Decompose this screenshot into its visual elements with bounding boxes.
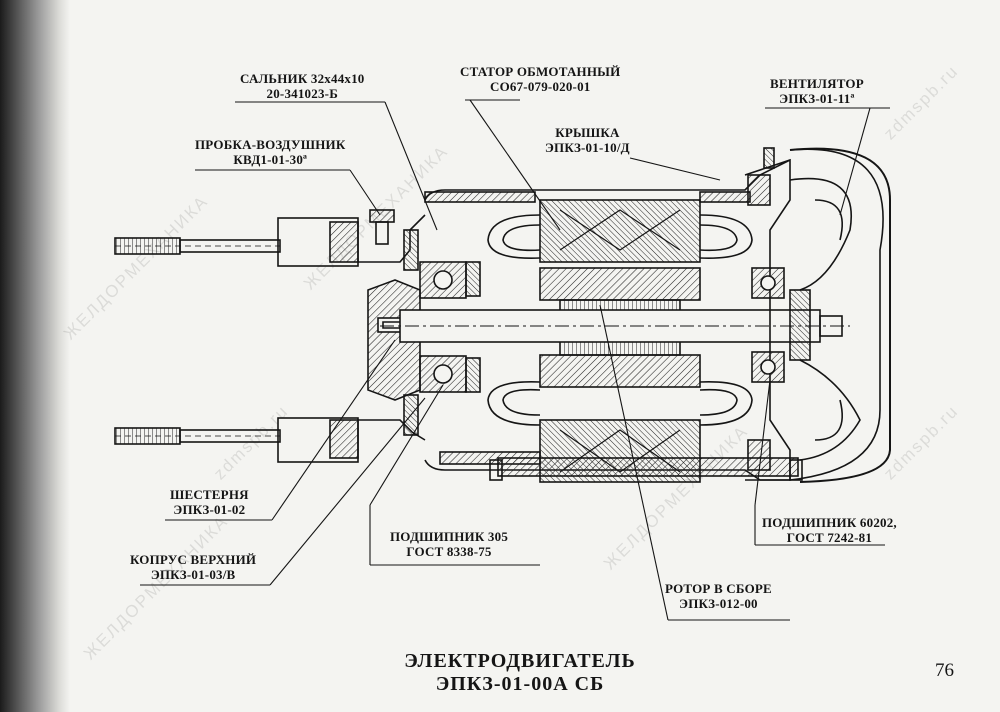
label-fan: ВЕНТИЛЯТОР ЭПКЗ-01-11ª <box>770 76 864 106</box>
label-upper-housing: КОПРУС ВЕРХНИЙ ЭПКЗ-01-03/В <box>130 552 256 582</box>
mounting-stud-bottom <box>114 427 281 445</box>
leader-line <box>349 169 381 216</box>
label-bearing-305-name: ПОДШИПНИК 305 <box>390 529 509 544</box>
label-oil-seal: САЛЬНИК 32х44х10 20-341023-Б <box>240 71 365 101</box>
leader-line <box>754 379 771 506</box>
label-bearing-60202-code: ГОСТ 7242-81 <box>786 530 873 545</box>
label-upper-housing-name: КОПРУС ВЕРХНИЙ <box>130 552 257 567</box>
label-air-vent-plug-name: ПРОБКА-ВОЗДУШНИК <box>195 137 346 152</box>
leader-line <box>369 384 444 506</box>
fan-guard <box>789 147 891 483</box>
leader-line <box>599 304 669 621</box>
label-cover-name: КРЫШКА <box>555 125 620 140</box>
drawing-title: ЭЛЕКТРОДВИГАТЕЛЬ ЭПКЗ-01-00А СБ <box>340 650 700 696</box>
label-gear-name: ШЕСТЕРНЯ <box>170 487 249 502</box>
label-air-vent-plug: ПРОБКА-ВОЗДУШНИК КВД1-01-30ª <box>195 137 345 167</box>
shaft <box>380 309 850 343</box>
label-stator: СТАТОР ОБМОТАННЫЙ СО67-079-020-01 <box>460 64 620 94</box>
tie-rod <box>489 457 803 481</box>
label-fan-code: ЭПКЗ-01-11ª <box>779 91 855 106</box>
page-number: 76 <box>935 660 954 681</box>
leader-line <box>271 339 396 521</box>
leader-line <box>629 157 721 181</box>
leader-line <box>469 99 561 231</box>
label-gear-code: ЭПКЗ-01-02 <box>173 502 246 517</box>
mounting-stud-top <box>114 237 281 255</box>
label-gear: ШЕСТЕРНЯ ЭПКЗ-01-02 <box>170 487 249 517</box>
label-air-vent-plug-code: КВД1-01-30ª <box>233 152 308 167</box>
label-bearing-305-code: ГОСТ 8338-75 <box>406 544 492 559</box>
label-bearing-60202-name: ПОДШИПНИК 60202, <box>762 515 897 530</box>
label-fan-name: ВЕНТИЛЯТОР <box>770 76 864 91</box>
label-cover: КРЫШКА ЭПКЗ-01-10/Д <box>545 125 630 155</box>
motor-housing <box>424 159 791 481</box>
air-vent-plug <box>369 209 395 245</box>
label-oil-seal-code: 20-341023-Б <box>266 86 338 101</box>
oil-seal <box>465 261 481 393</box>
drawing-title-name: ЭЛЕКТРОДВИГАТЕЛЬ <box>404 650 636 672</box>
label-upper-housing-code: ЭПКЗ-01-03/В <box>150 567 236 582</box>
label-bearing-305: ПОДШИПНИК 305 ГОСТ 8338-75 <box>390 529 508 559</box>
label-cover-code: ЭПКЗ-01-10/Д <box>545 140 630 155</box>
drawing-title-code: ЭПКЗ-01-00А СБ <box>435 673 605 695</box>
label-bearing-60202: ПОДШИПНИК 60202, ГОСТ 7242-81 <box>762 515 897 545</box>
label-oil-seal-name: САЛЬНИК 32х44х10 <box>240 71 365 86</box>
label-rotor-name: РОТОР В СБОРЕ <box>665 581 772 596</box>
fan <box>789 148 884 481</box>
bearing-60202 <box>751 267 785 383</box>
label-rotor: РОТОР В СБОРЕ ЭПКЗ-012-00 <box>665 581 772 611</box>
leader-line <box>384 101 438 231</box>
label-rotor-code: ЭПКЗ-012-00 <box>679 596 758 611</box>
label-stator-name: СТАТОР ОБМОТАННЫЙ <box>460 64 621 79</box>
book-binding-shadow <box>0 0 70 712</box>
stator-windings <box>487 214 753 426</box>
leader-line <box>839 107 871 216</box>
label-stator-code: СО67-079-020-01 <box>489 79 591 94</box>
leader-line <box>269 397 426 586</box>
